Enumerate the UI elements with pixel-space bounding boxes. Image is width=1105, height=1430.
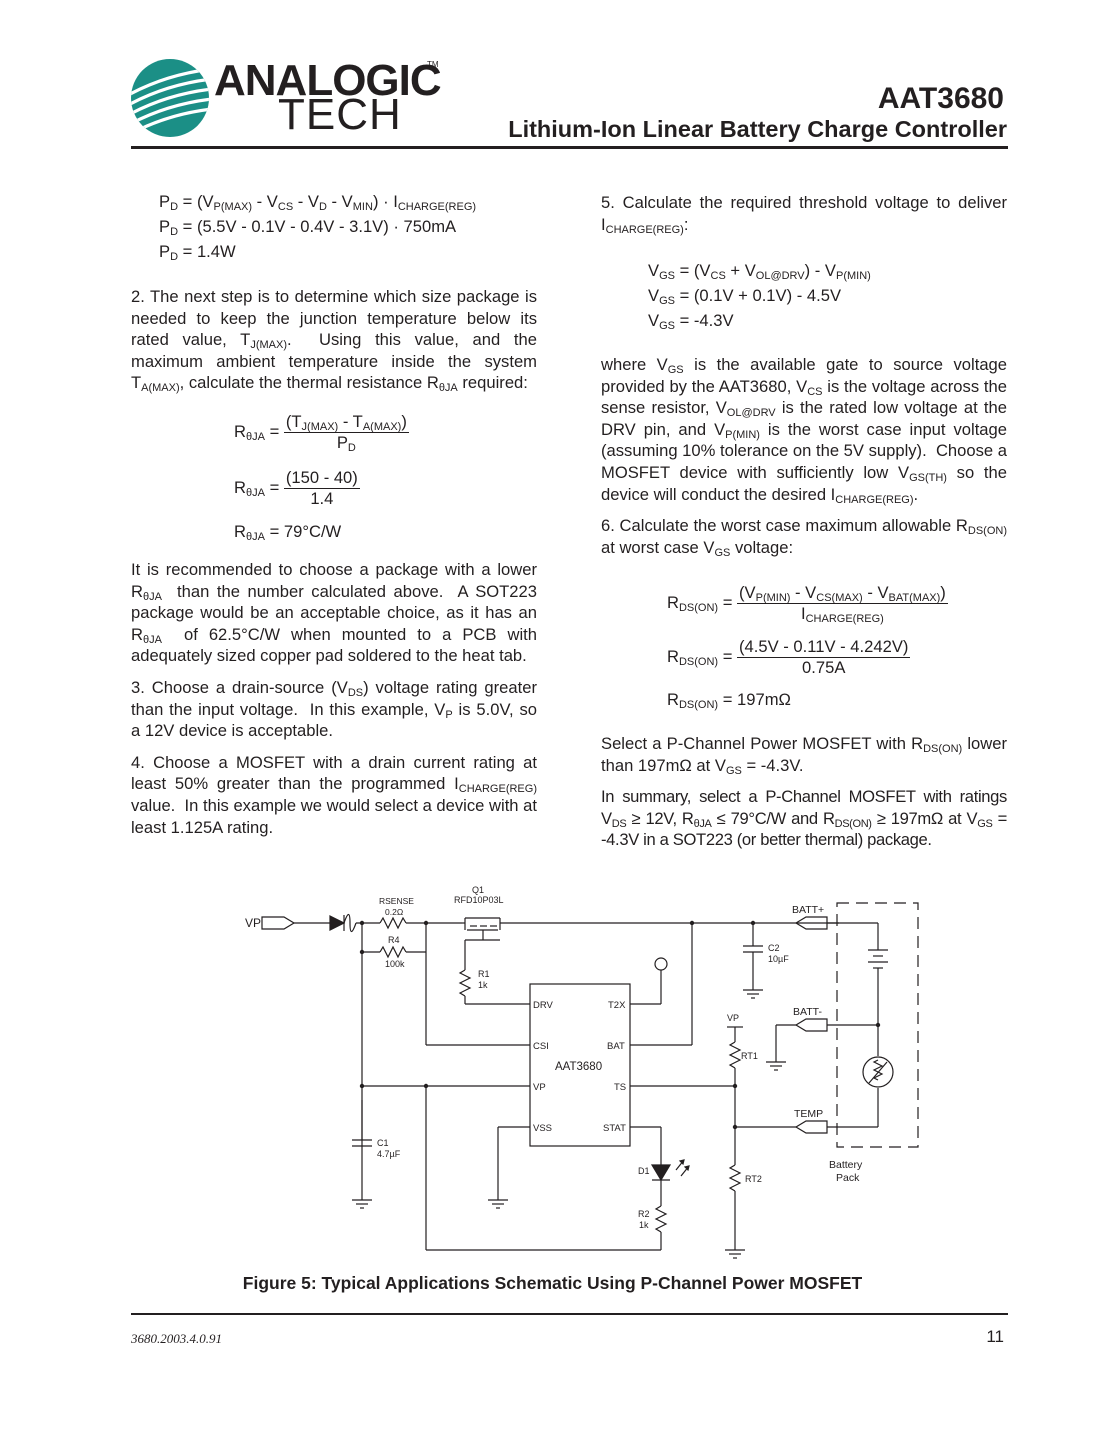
sch-batt-plus-label: BATT+	[792, 904, 824, 916]
eq-rtheta-1: RθJA = (TJ(MAX) - TA(MAX))PD	[234, 412, 409, 454]
sch-battery-pack-label-2: Pack	[836, 1172, 860, 1184]
eq-pd-line3: PD = 1.4W	[159, 242, 236, 263]
logo-wordmark-top: ANALOGIC	[214, 56, 442, 105]
sch-pin-vss: VSS	[533, 1123, 552, 1134]
sch-temp-label: TEMP	[794, 1108, 823, 1120]
sch-r2-label: R2	[638, 1209, 650, 1219]
right-text-where: where VGS is the available gate to sourc…	[601, 354, 1007, 568]
step5-paragraph: 5. Calculate the required threshold volt…	[601, 193, 1007, 236]
sch-rt1-label: RT1	[741, 1051, 758, 1061]
sch-q1-part: RFD10P03L	[454, 895, 504, 905]
right-text-step5: 5. Calculate the required threshold volt…	[601, 192, 1007, 245]
sch-c2-value: 10µF	[768, 954, 789, 964]
sch-c2-label: C2	[768, 943, 780, 953]
right-text-select: Select a P-Channel Power MOSFET with RDS…	[601, 733, 1007, 861]
sch-pin-ts: TS	[614, 1082, 626, 1093]
eq-rdson-2: RDS(ON) = (4.5V - 0.11V - 4.242V)0.75A	[667, 637, 911, 677]
left-text-rest: It is recommended to choose a package wi…	[131, 559, 537, 848]
where-paragraph: where VGS is the available gate to sourc…	[601, 355, 1007, 506]
page-title: Lithium-Ion Linear Battery Charge Contro…	[508, 116, 1007, 142]
sch-q1-label: Q1	[472, 885, 484, 895]
eq-vgs-2: VGS = (0.1V + 0.1V) - 4.5V	[648, 286, 842, 307]
sch-pin-drv: DRV	[533, 1000, 554, 1011]
sch-pin-bat: BAT	[607, 1041, 625, 1052]
sch-rt2-label: RT2	[745, 1174, 762, 1184]
eq-pd-line2: PD = (5.5V - 0.1V - 0.4V - 3.1V) · 750mA	[159, 217, 457, 238]
sch-c1-value: 4.7µF	[377, 1149, 401, 1159]
sch-pin-t2x: T2X	[608, 1000, 626, 1011]
sch-rsense-label: RSENSE	[379, 896, 414, 906]
sch-vp-node-label: VP	[727, 1013, 739, 1023]
eq-vgs-1: VGS = (VCS + VOL@DRV) - VP(MIN)	[648, 261, 871, 282]
sch-r2-value: 1k	[639, 1220, 649, 1230]
logo-wordmark-bottom: TECH	[278, 90, 402, 139]
sch-d1-label: D1	[638, 1166, 650, 1176]
eq-rtheta-2: RθJA = (150 - 40)1.4	[234, 468, 360, 508]
logo-trademark: TM	[427, 60, 439, 69]
sch-r4-value: 100k	[385, 959, 405, 969]
sch-r4-label: R4	[388, 935, 400, 945]
sch-r1-value: 1k	[478, 980, 488, 990]
sch-battery-pack-label-1: Battery	[829, 1159, 863, 1171]
recommend-paragraph: It is recommended to choose a package wi…	[131, 560, 537, 666]
document-id: 3680.2003.4.0.91	[131, 1331, 222, 1346]
select-paragraph: Select a P-Channel Power MOSFET with RDS…	[601, 734, 1007, 777]
eq-vgs-3: VGS = -4.3V	[648, 311, 734, 332]
sch-pin-csi: CSI	[533, 1041, 549, 1052]
left-text-step2: 2. The next step is to determine which s…	[131, 286, 537, 404]
figure-caption: Figure 5: Typical Applications Schematic…	[242, 1273, 863, 1293]
eq-rdson-1: RDS(ON) = (VP(MIN) - VCS(MAX) - VBAT(MAX…	[667, 583, 948, 625]
eq-rtheta-3: RθJA = 79°C/W	[234, 522, 342, 543]
sch-rsense-value: 0.2Ω	[385, 907, 403, 917]
part-number: AAT3680	[877, 82, 1004, 115]
eq-rdson-3: RDS(ON) = 197mΩ	[667, 690, 791, 711]
logo-globe-icon	[131, 59, 209, 137]
step6-paragraph: 6. Calculate the worst case maximum allo…	[601, 516, 1007, 559]
step2-paragraph: 2. The next step is to determine which s…	[131, 287, 537, 395]
sch-batt-minus-label: BATT-	[793, 1006, 822, 1018]
footer-rule	[131, 1313, 1008, 1315]
sch-c1-label: C1	[377, 1138, 389, 1148]
sch-ic-name: AAT3680	[555, 1061, 602, 1073]
header-rule	[131, 146, 1008, 149]
company-logo: ANALOGIC TM TECH	[128, 56, 448, 139]
summary-paragraph: In summary, select a P-Channel MOSFET wi…	[601, 787, 1007, 850]
step3-paragraph: 3. Choose a drain-source (VDS) voltage r…	[131, 677, 538, 741]
sch-r1-label: R1	[478, 969, 490, 979]
sch-vp-input-label: VP	[245, 916, 261, 930]
sch-pin-vp: VP	[533, 1082, 546, 1093]
eq-pd-line1: PD = (VP(MAX) - VCS - VD - VMIN) · ICHAR…	[159, 192, 477, 213]
step4-paragraph: 4. Choose a MOSFET with a drain current …	[131, 752, 537, 837]
page-number: 11	[986, 1327, 1004, 1346]
sch-pin-stat: STAT	[603, 1123, 626, 1134]
